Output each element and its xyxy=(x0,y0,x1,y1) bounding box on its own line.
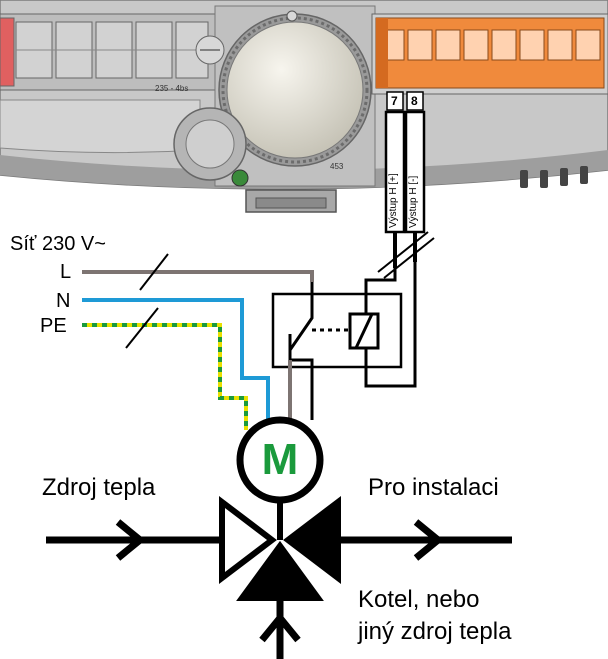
terminal-label-plus: Výstup H [+] xyxy=(388,173,399,228)
right-terminal-block xyxy=(371,13,608,95)
model-mark: 453 xyxy=(330,162,344,171)
conductor-label-N: N xyxy=(56,290,71,312)
left-terminal-block xyxy=(0,13,216,91)
terminal-number-7: 7 xyxy=(391,94,398,108)
supply-wires xyxy=(82,253,314,430)
motor-label: M xyxy=(261,435,299,484)
supply-title: Síť 230 V~ xyxy=(10,233,106,255)
boiler-label-line2: jiný zdroj tepla xyxy=(358,618,512,645)
terminal-number-boxes xyxy=(386,91,424,111)
terminal-number-8: 8 xyxy=(411,94,418,108)
output-label: Pro instalaci xyxy=(368,474,499,501)
dial xyxy=(173,5,376,187)
relay-box xyxy=(271,262,417,420)
three-way-valve xyxy=(219,495,341,601)
terminal-label-minus: Výstup H [-] xyxy=(408,175,419,228)
terminal-cables xyxy=(377,231,435,279)
conductor-label-PE: PE xyxy=(40,315,67,337)
pipes xyxy=(46,519,512,659)
source-label: Zdroj tepla xyxy=(42,474,156,501)
boiler-label-line1: Kotel, nebo xyxy=(358,586,480,613)
conductor-label-L: L xyxy=(60,261,72,283)
fuse-mark: 235 - 4bs xyxy=(155,84,189,93)
